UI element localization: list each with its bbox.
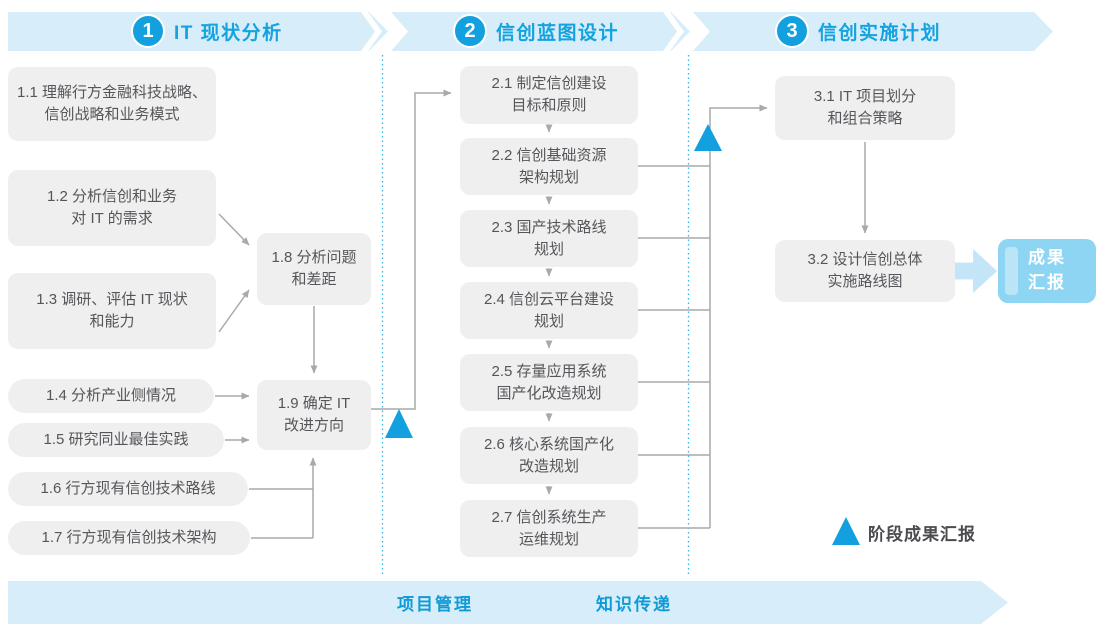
- box-line: 改进方向: [283, 417, 344, 434]
- box-1-1: 1.1 理解行方金融科技战略、 信创战略和业务模式: [8, 67, 216, 141]
- box-2-3: 2.3 国产技术路线 规划: [460, 210, 638, 267]
- box-line: 1.2 分析信创和业务: [46, 188, 178, 206]
- bottom-banner: 项目管理 知识传递: [8, 581, 1008, 624]
- bottom-label-project-management: 项目管理: [397, 595, 473, 614]
- milestone-triangle-phase1: [385, 409, 413, 438]
- milestone-triangle-phase2: [694, 124, 722, 151]
- box-line: 2.2 信创基础资源: [491, 146, 607, 164]
- box-line: 1.1 理解行方金融科技战略、: [16, 84, 208, 102]
- box-line: 成果: [1028, 248, 1066, 268]
- box-1-9: 1.9 确定 IT 改进方向: [257, 380, 371, 450]
- box-line: 2.4 信创云平台建设: [483, 290, 615, 308]
- box-line: 和能力: [89, 313, 135, 330]
- phase-title-1: IT 现状分析: [174, 23, 283, 44]
- bottom-label-knowledge-transfer: 知识传递: [596, 595, 672, 614]
- box-line: 国产化改造规划: [496, 384, 602, 402]
- phase-title-3: 信创实施计划: [818, 23, 942, 44]
- box-line: 改造规划: [518, 457, 579, 475]
- box-line: 和组合策略: [827, 110, 903, 127]
- box-line: 对 IT 的需求: [71, 210, 153, 227]
- result-report-box: 成果 汇报: [998, 239, 1096, 303]
- box-1-4: 1.4 分析产业侧情况: [8, 379, 214, 413]
- box-line: 信创战略和业务模式: [44, 106, 180, 123]
- box-line: 2.7 信创系统生产: [491, 508, 607, 526]
- box-line: 1.7 行方现有信创技术架构: [41, 529, 217, 547]
- box-line: 2.3 国产技术路线: [491, 218, 607, 236]
- box-2-1: 2.1 制定信创建设 目标和原则: [460, 66, 638, 124]
- box-line: 1.9 确定 IT: [277, 395, 351, 413]
- phase-number-badge-3: 3: [775, 14, 809, 48]
- box-line: 1.6 行方现有信创技术路线: [40, 480, 216, 498]
- box-line: 规划: [533, 240, 564, 258]
- box-2-2: 2.2 信创基础资源 架构规划: [460, 138, 638, 195]
- phase-title-2: 信创蓝图设计: [496, 23, 620, 44]
- box-line: 2.5 存量应用系统: [491, 362, 607, 380]
- box-1-8: 1.8 分析问题 和差距: [257, 233, 371, 305]
- box-2-4: 2.4 信创云平台建设 规划: [460, 282, 638, 339]
- box-line: 1.5 研究同业最佳实践: [43, 431, 189, 449]
- legend-triangle-icon: [832, 517, 860, 545]
- box-3-2: 3.2 设计信创总体 实施路线图: [775, 240, 955, 302]
- phase-banner-2: [391, 12, 690, 51]
- phase-number-badge-2: 2: [453, 14, 487, 48]
- box-2-5: 2.5 存量应用系统 国产化改造规划: [460, 354, 638, 411]
- box-2-6: 2.6 核心系统国产化 改造规划: [460, 427, 638, 484]
- box-line: 汇报: [1028, 273, 1066, 292]
- phase-number-badge-1: 1: [131, 14, 165, 48]
- box-line: 3.1 IT 项目划分: [813, 88, 917, 106]
- phase-banner-3: [693, 12, 1053, 51]
- box-3-1: 3.1 IT 项目划分 和组合策略: [775, 76, 955, 140]
- phase-banner-1: [8, 12, 388, 51]
- box-line: 1.8 分析问题: [271, 249, 357, 267]
- result-block-arrow-icon: [951, 249, 997, 293]
- box-line: 运维规划: [518, 530, 579, 548]
- box-line: 3.2 设计信创总体: [807, 251, 923, 269]
- box-line: 1.3 调研、评估 IT 现状: [36, 291, 188, 309]
- box-2-7: 2.7 信创系统生产 运维规划: [460, 500, 638, 557]
- box-line: 目标和原则: [511, 97, 587, 114]
- box-line: 架构规划: [518, 168, 579, 186]
- box-1-6: 1.6 行方现有信创技术路线: [8, 472, 248, 506]
- box-line: 规划: [533, 312, 564, 330]
- box-1-5: 1.5 研究同业最佳实践: [8, 423, 224, 457]
- box-1-7: 1.7 行方现有信创技术架构: [8, 521, 250, 555]
- box-1-2: 1.2 分析信创和业务 对 IT 的需求: [8, 170, 216, 246]
- box-line: 1.4 分析产业侧情况: [45, 387, 177, 405]
- legend-milestone-label: 阶段成果汇报: [868, 525, 976, 544]
- box-line: 2.6 核心系统国产化: [483, 435, 615, 453]
- box-1-3: 1.3 调研、评估 IT 现状 和能力: [8, 273, 216, 349]
- banner-chevron-separator: [663, 12, 684, 51]
- banner-chevron-separator: [361, 12, 382, 51]
- box-line: 和差距: [291, 271, 337, 288]
- box-line: 实施路线图: [827, 273, 903, 290]
- box-line: 2.1 制定信创建设: [491, 75, 607, 93]
